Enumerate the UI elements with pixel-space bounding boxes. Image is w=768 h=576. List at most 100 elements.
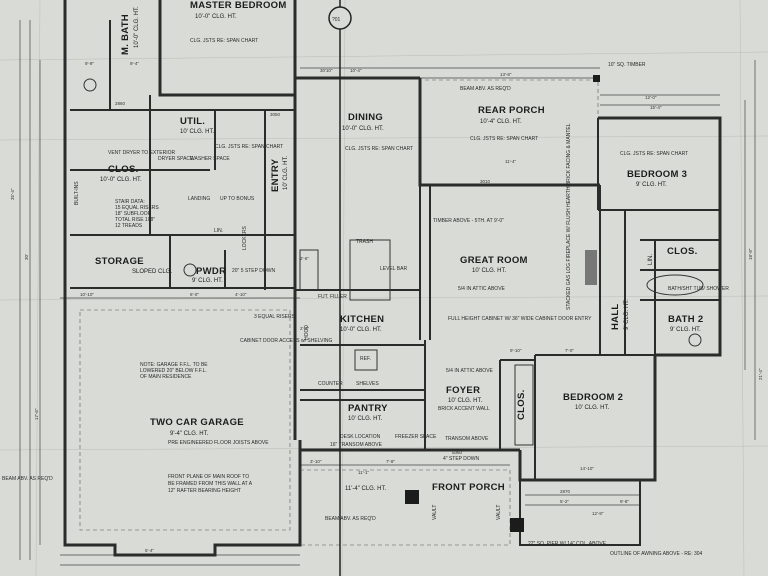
brick-accent-note: BRICK ACCENT WALL — [438, 406, 490, 412]
dim-22: 5060 — [452, 450, 463, 455]
roof-note-2: BE FRAMED FROM THIS WALL AT A — [168, 481, 253, 487]
up-to-bonus-note: UP TO BONUS — [220, 196, 255, 202]
room-foyer: FOYER — [446, 385, 480, 396]
storage-clg: SLOPED CLG. — [132, 269, 172, 275]
garage-note-2: LOWERED 20" BELOW F.F.L. — [140, 368, 207, 374]
vault-left-label: VAULT — [432, 505, 438, 520]
room-bedroom3: BEDROOM 3 — [627, 169, 687, 180]
transom-pantry-note: 16" TRANSOM ABOVE — [330, 442, 383, 448]
toilet-pwdr — [183, 263, 197, 277]
bedroom2-clg: 10' CLG. HT. — [575, 405, 609, 411]
vent-dryer-note: VENT DRYER TO EXTERIOR — [108, 150, 176, 156]
room-rear-porch: REAR PORCH — [478, 105, 545, 116]
stair-treads: 12 TREADS — [115, 223, 143, 229]
built-in-note: BUILT-INS — [74, 181, 80, 205]
room-m-bath: M. BATH — [120, 14, 131, 55]
room-hall: HALL — [610, 303, 621, 330]
dim-13: 7'-0" — [565, 348, 574, 353]
step-down-note: 4" STEP DOWN — [443, 456, 480, 462]
dim-12: 14'-10" — [580, 466, 594, 471]
awning-note: OUTLINE OF AWNING ABOVE - RE: 304 — [610, 551, 703, 557]
room-great-room: GREAT ROOM — [460, 255, 528, 266]
hood-note: HOOD — [304, 325, 310, 340]
room-bath2: BATH 2 — [668, 314, 703, 325]
master-bedroom-clg: 10'-0" CLG. HT. — [195, 14, 237, 20]
room-pwdr: PWDR — [196, 266, 226, 277]
beam-left-note: BEAM ABV. AS REQ'D — [2, 476, 53, 482]
timber-post — [593, 75, 600, 82]
toilet-bath2 — [688, 333, 702, 347]
room-kitchen: KITCHEN — [340, 314, 384, 325]
dim-28: 3'-10" — [310, 459, 322, 464]
rear-porch-clg: 10'-4" CLG. HT. — [480, 119, 522, 125]
step-down-garage-note: 20" 5 STEP DOWN — [232, 268, 275, 274]
room-two-car-garage: TWO CAR GARAGE — [150, 417, 244, 428]
room-labels: MASTER BEDROOM 10'-0" CLG. HT. CLG. JSTS… — [95, 0, 703, 493]
dim-8: 15'-4" — [650, 105, 662, 110]
kitchen-clg: 10'-0" CLG. HT. — [340, 327, 382, 333]
freezer-space-note: FREEZER SPACE — [395, 434, 437, 440]
room-bedroom2: BEDROOM 2 — [563, 392, 623, 403]
roof-note-3: 12" RAFTER BEARING HEIGHT — [168, 488, 241, 494]
refrigerator — [354, 349, 378, 371]
attic-note-2: 5/4 IN ATTIC ABOVE — [446, 368, 494, 374]
beam-front-note: BEAM ABV. AS REQ'D — [325, 516, 376, 522]
dim-32: 11'-1" — [358, 470, 370, 475]
room-dining: DINING — [348, 112, 383, 123]
dining-clg: 10'-0" CLG. HT. — [342, 126, 384, 132]
kitchen-island — [349, 239, 391, 301]
level-bar-note: LEVEL BAR — [380, 266, 407, 272]
fireplace-note: STACKED GAS LOG FIREPLACE W/ FLUSH HEART… — [566, 123, 572, 310]
dim-24: 30' — [24, 254, 29, 260]
dryer-space-note: DRYER SPACE — [158, 156, 194, 162]
timber-note: 10" SQ. TIMBER — [608, 62, 646, 68]
counter-note: COUNTER — [318, 381, 343, 387]
dim-25: 17'-6" — [34, 408, 39, 420]
toilet-mbath — [83, 78, 97, 92]
lin-entry-note: LIN. — [214, 228, 223, 234]
dim-14: 6'-0" — [190, 292, 199, 297]
stair-data-title: STAIR DATA: — [115, 199, 145, 205]
section-marker-label: ?01 — [332, 17, 341, 23]
dim-1: 9'-9" — [85, 61, 94, 66]
porch-pier-left — [405, 490, 419, 504]
bathtub — [646, 274, 704, 296]
foyer-clg: 10' CLG. HT. — [448, 398, 482, 404]
dim-15: 10'-10" — [80, 292, 94, 297]
room-clos-hall: CLOS. — [667, 246, 698, 257]
vault-right-label: VAULT — [496, 505, 502, 520]
garage-clg: 9'-4" CLG. HT. — [170, 431, 209, 437]
front-porch-clg: 11'-4" CLG. HT. — [345, 486, 387, 492]
dim-6: 13'-8" — [500, 72, 512, 77]
dim-11: 9'-10" — [510, 348, 522, 353]
room-clos-bedroom2: CLOS. — [516, 389, 527, 420]
dim-9: 11'-4" — [505, 159, 517, 164]
fireplace — [585, 250, 597, 285]
ref-note: REF. — [360, 356, 371, 362]
dining-joists: CLG. JSTS RE: SPAN CHART — [345, 146, 413, 152]
dim-4: 30'10" — [320, 68, 333, 73]
walls — [63, 0, 722, 557]
room-lin-hall: LIN. — [648, 254, 654, 265]
shelves-note: SHELVES — [356, 381, 379, 387]
section-marker — [328, 6, 352, 30]
dim-29: 7'-9" — [386, 459, 395, 464]
dim-26: 18'-8" — [748, 248, 753, 260]
dim-31: 2'-4" — [300, 326, 309, 331]
master-bedroom-joists: CLG. JSTS RE: SPAN CHART — [190, 38, 258, 44]
room-storage: STORAGE — [95, 256, 144, 267]
bedroom3-clg: 9' CLG. HT. — [636, 182, 667, 188]
pwdr-clg: 9' CLG. HT. — [192, 278, 223, 284]
rear-porch-joists: CLG. JSTS RE: SPAN CHART — [470, 136, 538, 142]
dim-30: 2'-6" — [300, 256, 309, 261]
dimension-strings: 9'-9" 9'-4" 2860 30'10" 10'-4" 13'-8" 12… — [10, 61, 763, 553]
dim-23: 3050 — [270, 112, 281, 117]
util-joists: CLG. JSTS RE: SPAN CHART — [215, 144, 283, 150]
dim-3: 2860 — [115, 101, 126, 106]
room-pantry: PANTRY — [348, 403, 388, 414]
dim-27: 21'-4" — [758, 368, 763, 380]
transom-foyer-note: TRANSOM ABOVE — [445, 436, 489, 442]
room-entry: ENTRY — [270, 158, 281, 192]
